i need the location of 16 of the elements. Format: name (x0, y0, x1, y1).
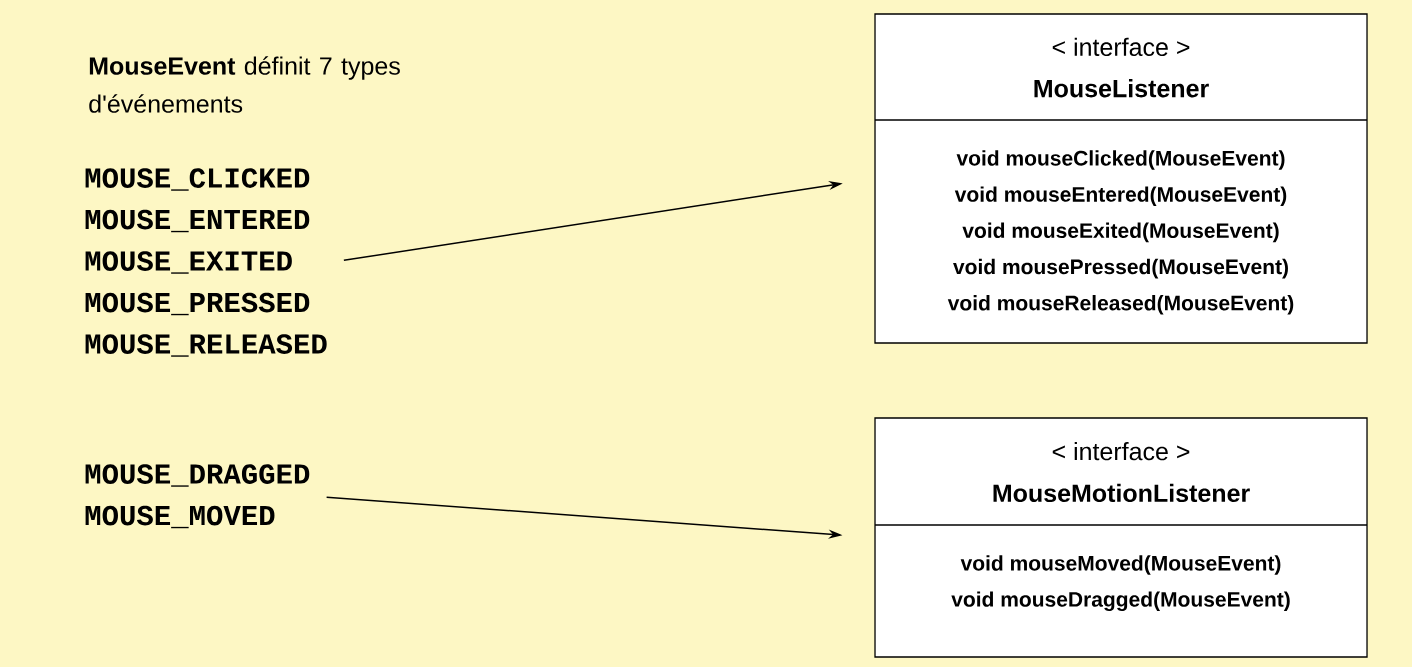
method-signature: void mousePressed(MouseEvent) (953, 258, 1288, 279)
method-signature: void mouseReleased(MouseEvent) (947, 295, 1294, 315)
method-signature: void mouseDragged(MouseEvent) (951, 591, 1290, 612)
interface-name: MouseListener (1034, 79, 1209, 98)
method-signature: void mouseExited(MouseEvent) (962, 222, 1279, 243)
interface-name: MouseMotionListener (993, 483, 1250, 503)
constant-list: MOUSE_DRAGGED MOUSE_MOVED (85, 464, 310, 529)
method-signature: void mouseEntered(MouseEvent) (954, 186, 1287, 206)
stereotype-text: < interface > (1052, 442, 1190, 461)
description-text: MouseEvent définit 7 types d'événements (89, 56, 400, 113)
method-signature: void mouseMoved(MouseEvent) (960, 555, 1281, 575)
interface-box (874, 13, 1368, 344)
stereotype-text: < interface > (1052, 37, 1190, 57)
interface-box (874, 417, 1368, 658)
method-signature: void mouseClicked(MouseEvent) (956, 150, 1285, 170)
constant-list: MOUSE_CLICKED MOUSE_ENTERED MOUSE_EXITED MOUSE_PRESSED MOUSE_RELEASED (85, 168, 327, 357)
